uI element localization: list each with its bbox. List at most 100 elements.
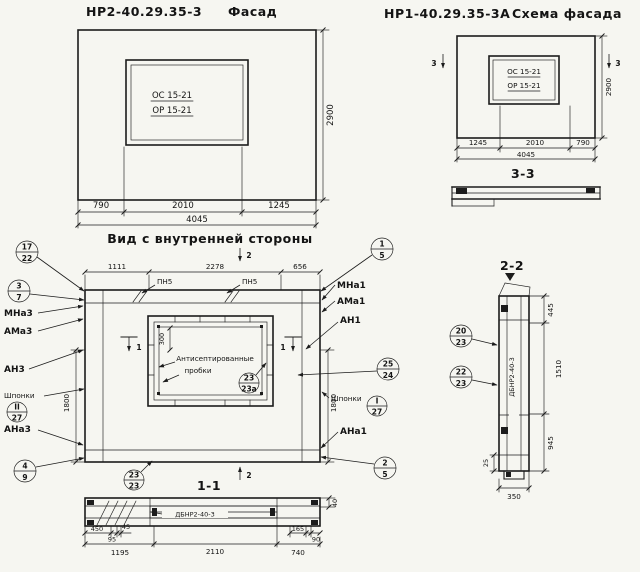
inner-dim-2278: 2278 [206, 262, 225, 271]
section-1-1-part-label: ДБНР2-40-3 [175, 511, 215, 519]
section-1-1-dims-left-small: 450 95 45 [82, 523, 132, 544]
ana3-text: АНа3 [4, 425, 31, 435]
cut-1-left-label: 1 [136, 343, 141, 352]
section-1-1-title: 1-1 [197, 478, 221, 493]
callout-2-5-bottom: 5 [382, 470, 387, 479]
callout-20-23-bottom: 23 [456, 338, 466, 347]
callout-1-5-top: 1 [379, 240, 384, 249]
label-ana3: АНа3 [4, 425, 84, 446]
dim-300-label: 300 [158, 333, 166, 345]
scheme-cut-mark-right: 3 [607, 54, 621, 69]
cut-2-top-label: 2 [246, 251, 251, 260]
callout-20-23: 20 23 [449, 324, 498, 348]
antiseptic-plugs-note: Антисептированные пробки [158, 354, 254, 383]
pn5-label-right: ПН5 [226, 277, 257, 294]
label-shponki-left: Шпонки [4, 387, 85, 400]
scheme-cut-mark-left: 3 [431, 54, 445, 69]
shponki-left-text: Шпонки [4, 391, 35, 400]
facade-or-label: ОР 15-21 [152, 106, 191, 116]
scheme-dim-height: 2900 [594, 33, 613, 141]
callout-22-23-top: 22 [456, 368, 466, 377]
dim-1800-right: 1800 [329, 393, 338, 412]
label-ama3: АМа3 [4, 318, 84, 337]
callout-22-23-bottom: 23 [456, 379, 466, 388]
section-1-1-drawing: 1-1 ДБНР2-40-3 40 [82, 478, 339, 557]
facade-dim-height: 2900 [315, 27, 336, 203]
dim-45-label: 45 [122, 523, 130, 531]
callout-key-right: I 27 [366, 395, 388, 417]
key-right-top: I [376, 397, 379, 406]
dim-90-label: 90 [312, 536, 320, 544]
facade-code: НР2-40.29.35-3 [86, 4, 202, 19]
panel-outline [84, 289, 321, 463]
facade-os-label: ОС 15-21 [152, 91, 192, 101]
section-1-1-dim-40: 40 [319, 495, 339, 510]
callout-25-24-bottom: 24 [383, 371, 393, 380]
ama3-text: АМа3 [4, 327, 32, 337]
section-2-2-dims-right: 445 1510 945 [528, 293, 563, 474]
ama1-text: АМа1 [337, 297, 365, 307]
ana1-text: АНа1 [340, 427, 367, 437]
facade-title: Фасад [228, 4, 277, 19]
callout-23-23a-bottom: 23а [241, 385, 257, 394]
inner-view-title: Вид с внутренней стороны [107, 231, 312, 246]
pn5-left-text: ПН5 [157, 277, 172, 286]
dim-40-label: 40 [331, 499, 339, 507]
inner-dim-right-1800: 1800 [319, 347, 338, 465]
inner-dim-top: 1111 2278 656 [82, 262, 323, 291]
label-shponki-right: Шпонки [321, 391, 362, 403]
callout-2-5-top: 2 [382, 459, 387, 468]
callout-22-23: 22 23 [449, 365, 498, 389]
scheme-dim-bottom: 1245 2010 790 4045 [454, 105, 598, 163]
facade-window-label: ОС 15-21 ОР 15-21 [150, 91, 194, 117]
cut-1-right-label: 1 [280, 343, 285, 352]
inner-dim-left-1800: 1800 [62, 347, 86, 465]
inner-dim-656: 656 [293, 262, 307, 271]
cut-mark-1-right: 1 [280, 336, 302, 352]
facade-dim-790: 790 [93, 201, 109, 211]
facade-dim-4045: 4045 [186, 215, 208, 225]
scheme-cut-left-label: 3 [431, 59, 436, 68]
callout-4-9: 4 9 [13, 457, 85, 483]
pn5-right-text: ПН5 [242, 277, 257, 286]
panel-window [147, 315, 274, 407]
key-right-bottom: 27 [372, 408, 382, 417]
facade-dim-2900: 2900 [326, 104, 336, 126]
dim-95-label: 95 [108, 536, 116, 544]
mna1-text: МНа1 [337, 281, 366, 291]
section-2-2-dim-25: 25 [482, 452, 500, 474]
section-2-2-dim-bottom: 350 [496, 470, 532, 501]
dim-945-label: 945 [546, 436, 555, 450]
scheme-or-label: ОР 15-21 [507, 81, 540, 90]
an3-text: АН3 [4, 365, 25, 375]
callout-25-24: 25 24 [297, 357, 400, 381]
facade-dim-1245: 1245 [268, 201, 290, 211]
inner-view-drawing: Вид с внутренней стороны 2 1111 2278 656… [4, 231, 400, 491]
callout-2-5: 2 5 [320, 455, 397, 480]
callout-17-22-top: 17 [22, 243, 32, 252]
callout-1-5: 1 5 [320, 237, 394, 292]
dim-25-label: 25 [482, 459, 490, 467]
label-ama1: АМа1 [321, 297, 365, 313]
scheme-dim-4045: 4045 [517, 150, 535, 159]
callout-17-22: 17 22 [15, 240, 85, 292]
dim-1800-left: 1800 [62, 393, 71, 412]
callout-1-5-bottom: 5 [379, 251, 384, 260]
section-2-2-part-label: ДБНР2-40-3 [508, 357, 516, 397]
callout-key-left: II 27 [6, 401, 28, 423]
facade-dim-bottom: 790 2010 1245 4045 [75, 146, 319, 229]
label-ana1: АНа1 [320, 427, 367, 449]
callout-25-24-top: 25 [383, 360, 393, 369]
callout-4-9-top: 4 [22, 462, 27, 471]
scheme-os-label: ОС 15-21 [507, 67, 541, 76]
cut-mark-2-top: 2 [238, 248, 252, 262]
section-2-2-strip: ДБНР2-40-3 [498, 273, 531, 480]
scheme-title: Схема фасада [512, 6, 622, 21]
callout-4-9-bottom: 9 [22, 473, 27, 482]
key-left-bottom: 27 [12, 414, 22, 423]
dim-450-label: 450 [91, 525, 103, 533]
section-3-3-title: 3-3 [511, 166, 535, 181]
cut-mark-1-left: 1 [120, 336, 142, 352]
callout-3-7-top: 3 [16, 282, 21, 291]
an1-text: АН1 [340, 316, 361, 326]
